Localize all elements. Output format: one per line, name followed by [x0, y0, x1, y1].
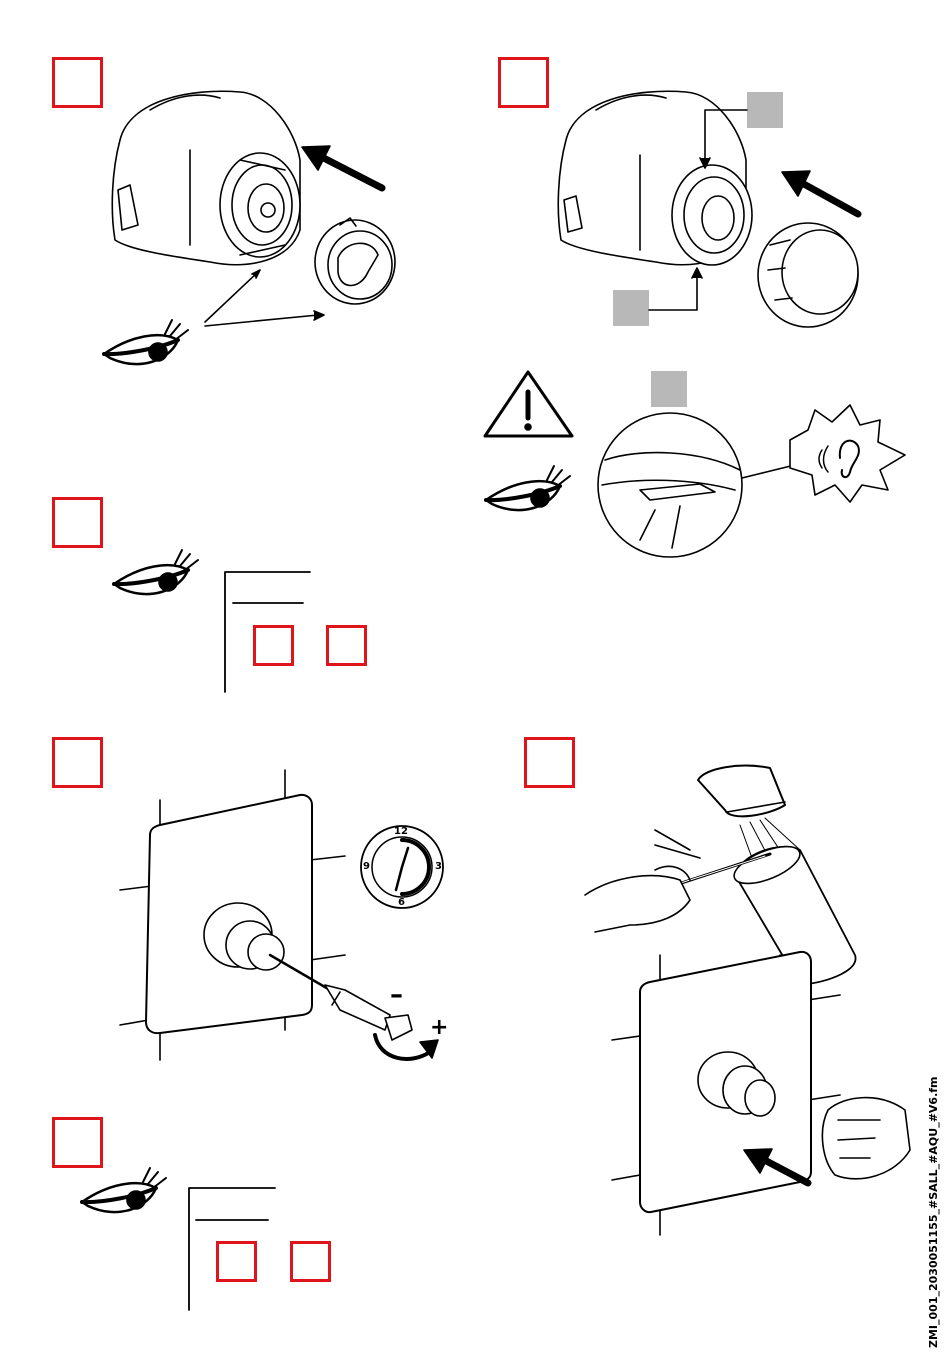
dial-label-12: 12: [394, 826, 408, 837]
hand-icon: [822, 1098, 910, 1179]
minus-sign: –: [390, 980, 403, 1010]
eye-icon: [114, 550, 198, 594]
rotate-arrow-icon: [375, 1035, 438, 1059]
ear-icon: [790, 405, 905, 502]
eye-icon: [82, 1168, 166, 1212]
cartridge-illustration-2: [558, 91, 752, 265]
document-id: ZMI_001_2030051155_#SALL_#AQU_#V6.fm: [927, 1076, 940, 1348]
arrow-icon: [302, 146, 382, 188]
eye-icon: [486, 466, 570, 510]
dial-icon: [361, 826, 443, 908]
detail-circle: [598, 413, 815, 557]
dial-label-9: 9: [363, 861, 370, 872]
check-table-2: [189, 1188, 275, 1310]
arrow-icon: [782, 171, 858, 214]
dial-label-6: 6: [398, 897, 405, 908]
check-table-1: [225, 572, 310, 692]
dial-label-3: 3: [435, 861, 442, 872]
wall-plate-1: [120, 770, 345, 1060]
wall-plate-2: [612, 952, 840, 1235]
warning-icon: [485, 372, 572, 436]
cartridge-illustration-1: [112, 91, 300, 264]
hand-icon: [585, 866, 690, 932]
eye-icon: [104, 320, 188, 364]
ring-illustration-1: [315, 218, 395, 304]
ring-illustration-2: [758, 223, 858, 327]
plus-sign: +: [430, 1015, 448, 1040]
